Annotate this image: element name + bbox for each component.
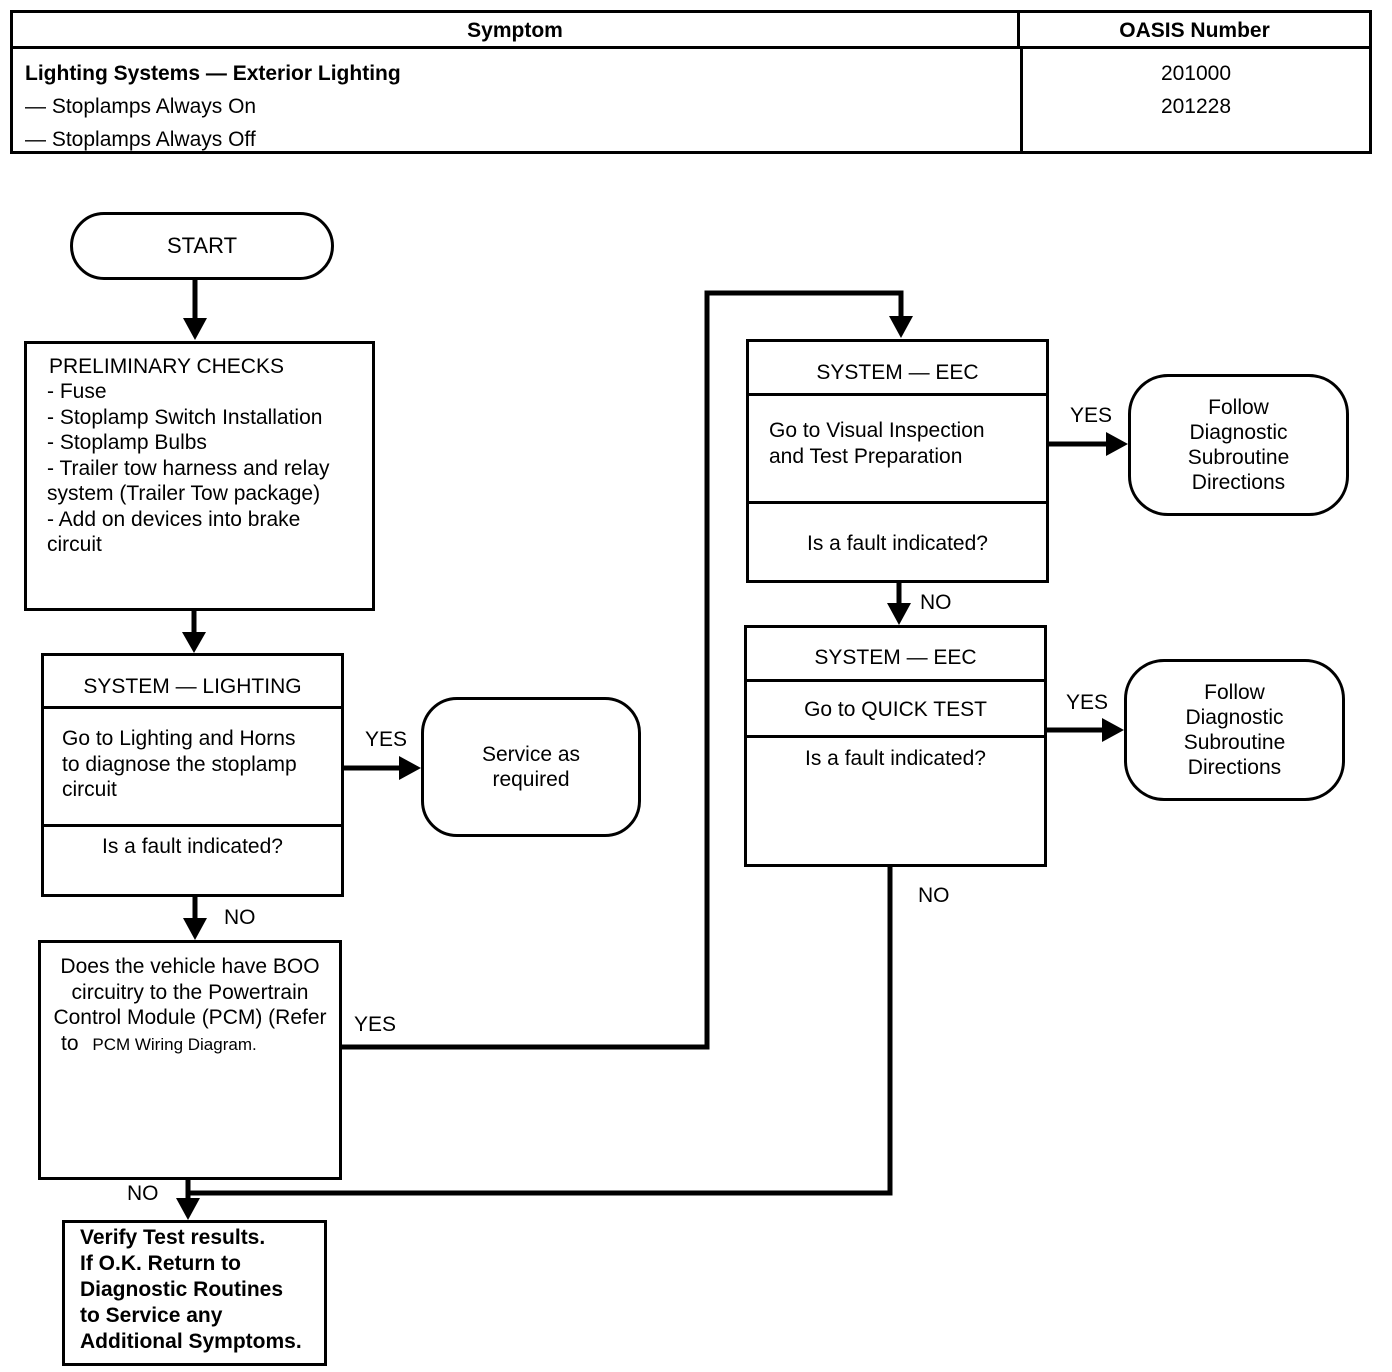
no-label-eec2: NO	[918, 884, 950, 907]
connector-eec2-to-verify	[188, 867, 893, 1196]
boo-question-refer-to: to	[61, 1032, 79, 1055]
arrowhead-follow1	[1106, 432, 1128, 456]
arrowhead-service	[399, 756, 421, 780]
system-eec-quick-test-instruction: Go to QUICK TEST	[804, 698, 987, 721]
arrowhead-boo	[183, 918, 207, 940]
header-oasis-number: OASIS Number	[1020, 13, 1369, 49]
yes-label-lighting: YES	[365, 728, 408, 751]
yes-label-eec1: YES	[1070, 404, 1113, 427]
arrowhead-verify	[176, 1198, 200, 1220]
system-eec-visual-inspection-instruction: Go to Visual Inspection and Test Prepara…	[769, 419, 985, 468]
boo-question-line-1: Does the vehicle have BOO	[60, 955, 320, 978]
system-lighting-title: SYSTEM — LIGHTING	[83, 675, 302, 698]
boo-question-line-4: to PCM Wiring Diagram.	[61, 1031, 257, 1058]
yes-label-eec2: YES	[1066, 691, 1109, 714]
preliminary-checks-title: PRELIMINARY CHECKS	[49, 355, 284, 378]
start-terminal: START	[70, 212, 334, 280]
divider	[44, 824, 341, 827]
symptom-lighting-systems: Lighting Systems — Exterior Lighting	[25, 62, 401, 85]
system-eec-visual-inspection-box: SYSTEM — EEC Go to Visual Inspection and…	[746, 339, 1049, 583]
service-as-required-terminal: Service as required	[421, 697, 641, 837]
system-eec-question: Is a fault indicated?	[805, 747, 986, 770]
system-eec-title: SYSTEM — EEC	[816, 361, 979, 384]
boo-circuitry-question-box: Does the vehicle have BOO circuitry to t…	[38, 940, 342, 1180]
divider	[749, 501, 1046, 504]
boo-question-line-3: Control Module (PCM) (Refer	[53, 1006, 327, 1029]
follow-diagnostic-subroutine-terminal-1: Follow Diagnostic Subroutine Directions	[1128, 374, 1349, 516]
boo-question-line-2: circuitry to the Powertrain	[71, 981, 309, 1004]
system-lighting-box: SYSTEM — LIGHTING Go to Lighting and Hor…	[41, 653, 344, 897]
symptom-stoplamps-always-off: — Stoplamps Always Off	[25, 128, 256, 151]
no-label-lighting: NO	[224, 906, 256, 929]
system-lighting-instruction: Go to Lighting and Horns to diagnose the…	[62, 727, 297, 801]
arrowhead-lighting	[182, 632, 206, 653]
divider	[747, 735, 1044, 738]
divider	[747, 679, 1044, 682]
system-eec-title: SYSTEM — EEC	[814, 646, 977, 669]
preliminary-checks-box: PRELIMINARY CHECKS - Fuse - Stoplamp Swi…	[24, 341, 375, 611]
verify-test-results-text: Verify Test results. If O.K. Return to D…	[80, 1226, 302, 1353]
verify-test-results-box: Verify Test results. If O.K. Return to D…	[62, 1220, 327, 1366]
yes-label-boo: YES	[354, 1013, 397, 1036]
symptom-stoplamps-always-on: — Stoplamps Always On	[25, 95, 257, 118]
no-label-boo: NO	[127, 1182, 159, 1205]
column-divider	[1020, 49, 1023, 151]
arrowhead-eec2	[887, 603, 911, 625]
follow-diagnostic-subroutine-terminal-2: Follow Diagnostic Subroutine Directions	[1124, 659, 1345, 801]
oasis-number-2: 201228	[1160, 95, 1232, 118]
start-label: START	[166, 233, 238, 258]
system-lighting-question: Is a fault indicated?	[102, 835, 283, 858]
arrowhead-follow2	[1102, 718, 1124, 742]
divider	[749, 393, 1046, 396]
pcm-wiring-diagram-reference: PCM Wiring Diagram.	[92, 1035, 257, 1054]
arrowhead-eec1	[889, 316, 913, 338]
system-eec-quick-test-box: SYSTEM — EEC Go to QUICK TEST Is a fault…	[744, 625, 1047, 867]
no-label-eec1: NO	[920, 591, 952, 614]
header-symptom: Symptom	[13, 13, 1020, 49]
system-eec-question: Is a fault indicated?	[807, 532, 988, 555]
connector-boo-to-eec1	[342, 290, 904, 1050]
divider	[44, 706, 341, 709]
symptom-table: Symptom OASIS Number Lighting Systems — …	[10, 10, 1372, 154]
oasis-number-1: 201000	[1160, 62, 1232, 85]
arrowhead-prelim	[183, 318, 207, 340]
preliminary-checks-list: - Fuse - Stoplamp Switch Installation - …	[47, 380, 330, 556]
